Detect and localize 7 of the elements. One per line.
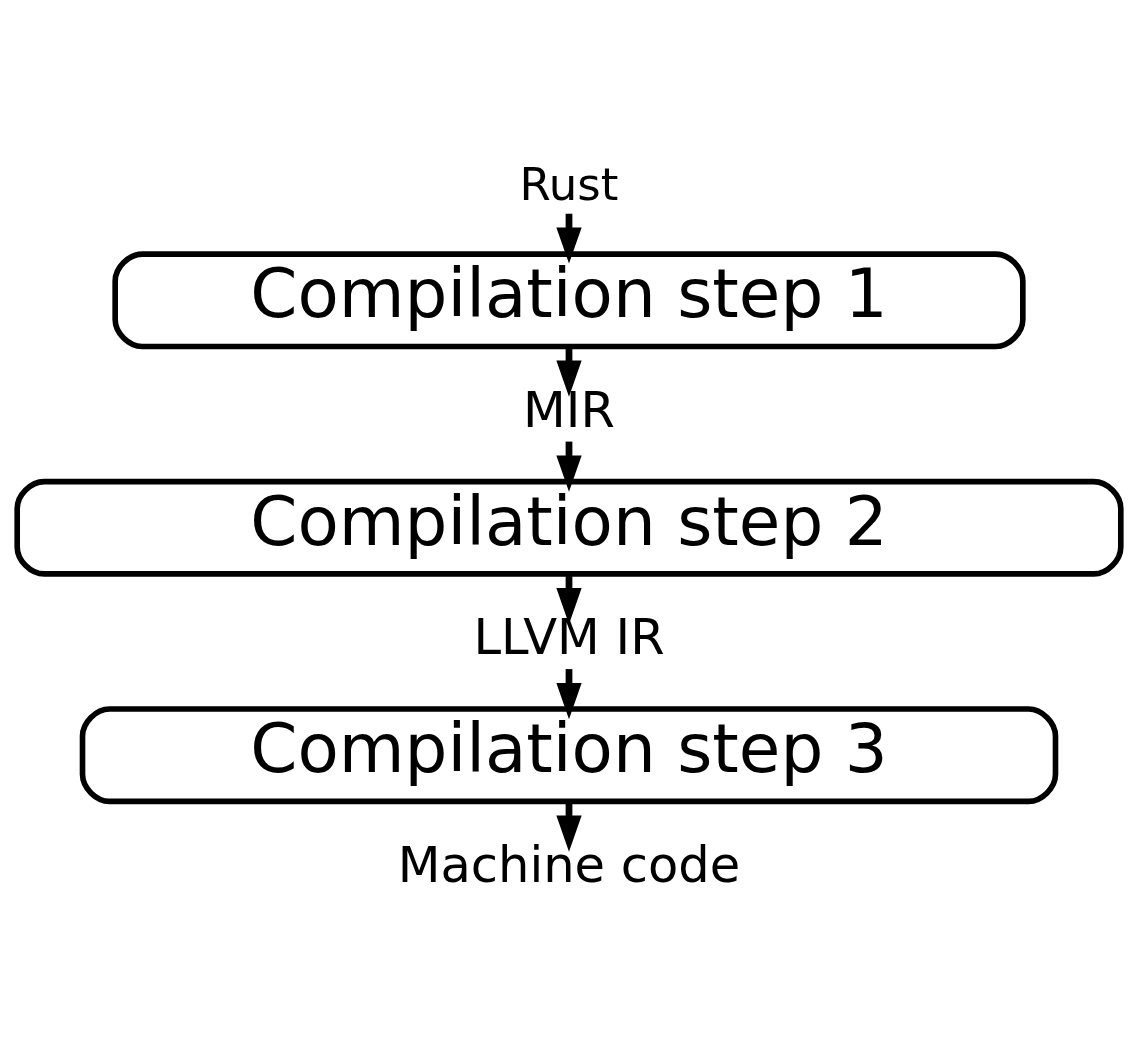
node-box: Compilation step 1 bbox=[112, 251, 1026, 350]
node-box: Compilation step 2 bbox=[14, 478, 1124, 577]
node-text: LLVM IR bbox=[473, 608, 665, 667]
node-box: Compilation step 3 bbox=[79, 706, 1059, 805]
node-text: Rust bbox=[519, 158, 619, 212]
node-text: Machine code bbox=[397, 835, 741, 894]
node-text: MIR bbox=[523, 380, 615, 439]
